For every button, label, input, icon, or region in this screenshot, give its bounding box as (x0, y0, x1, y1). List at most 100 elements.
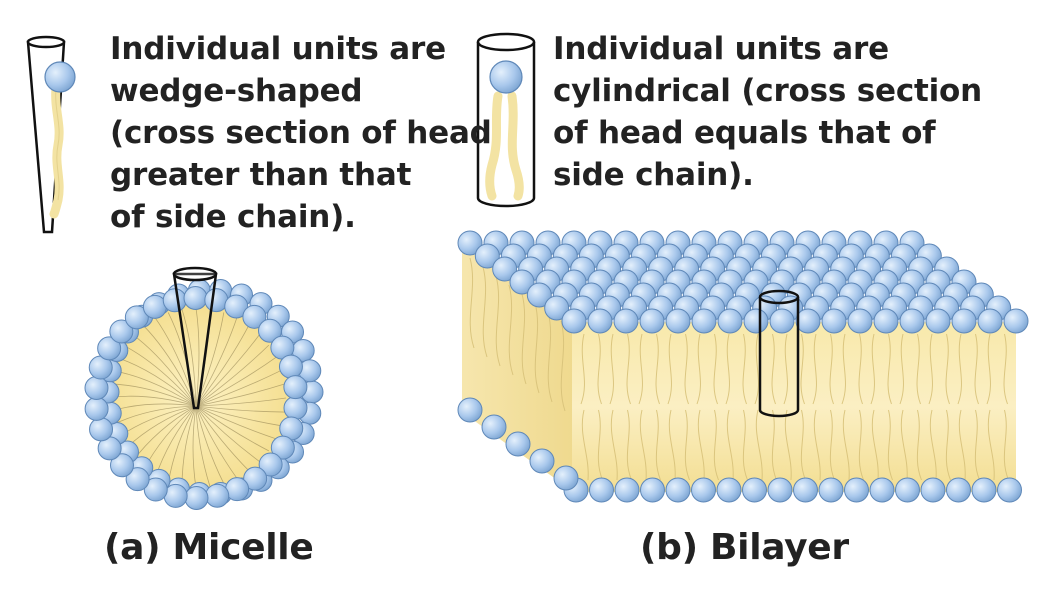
lipid-head (847, 308, 873, 334)
lipid-head (743, 308, 769, 334)
lipid-tail (771, 333, 776, 405)
wedge-caption-line: (cross section of head (110, 115, 492, 151)
lipid-tail (887, 333, 892, 405)
cylinder-caption-line: of head equals that of (553, 115, 936, 151)
lipid-tail (783, 333, 788, 405)
lipid-tail (987, 409, 995, 481)
lipid-head (243, 466, 268, 491)
lipid-head (869, 477, 895, 503)
lipid-tail (495, 275, 501, 367)
lipid-tail (195, 405, 282, 427)
lipid-head (614, 477, 640, 503)
lipid-head (561, 308, 587, 334)
lipid-tail (713, 333, 718, 405)
lipid-tail (132, 334, 197, 407)
lipid-tail (916, 333, 921, 405)
lipid-head (977, 308, 1003, 334)
lipid-tail (195, 317, 238, 407)
lipid-tail (929, 409, 937, 481)
lipid-tail (986, 333, 991, 405)
lipid-head (481, 414, 507, 440)
lipid-head (997, 477, 1022, 503)
wedge-unit-icon (26, 35, 76, 234)
lipid-tail (1003, 409, 1009, 481)
lipid-tail (726, 409, 734, 481)
lipid-tail (609, 333, 614, 405)
wedge-caption-line: Individual units are (110, 31, 446, 67)
bilayer-illustration (457, 230, 1029, 503)
lipid-tail (742, 409, 748, 481)
bilayer-top-heads (457, 230, 1029, 334)
lipid-head (205, 483, 230, 508)
wedge-caption-line: greater than that (110, 157, 412, 193)
lipid-tail (655, 333, 660, 405)
lipid-head (717, 308, 743, 334)
micelle-illustration (84, 266, 324, 510)
bilayer-side-heads (457, 397, 579, 491)
lipid-tail (508, 284, 514, 376)
lipid-tail (521, 293, 527, 385)
lipid-tail (945, 333, 950, 405)
lipid-head (529, 448, 555, 474)
lipid-head (920, 477, 946, 503)
lipid-head (89, 417, 114, 442)
lipid-head (665, 308, 691, 334)
lipid-tail (928, 333, 933, 405)
lipid-head (844, 477, 869, 503)
lipid-head (691, 308, 717, 334)
lipid-tail (871, 409, 879, 481)
lipid-tail (597, 409, 603, 481)
cylinder-caption-line: cylindrical (cross section (553, 73, 983, 109)
lipid-tail (639, 409, 647, 481)
lipid-tail (800, 409, 806, 481)
lipid-tail (195, 356, 277, 407)
lipid-head (639, 308, 665, 334)
lipid-tail (610, 409, 618, 481)
lipid-tail (638, 333, 643, 405)
lipid-head (899, 308, 925, 334)
lipid-tail (469, 257, 475, 349)
lipid-head (769, 308, 795, 334)
micelle-label: (a) Micelle (104, 527, 314, 568)
lipid-head (544, 295, 570, 321)
lipid-tail (842, 409, 850, 481)
lipid-tail (195, 405, 225, 484)
lipid-head (457, 230, 483, 256)
bilayer-bottom-heads (563, 477, 1022, 503)
lipid-head (474, 243, 500, 269)
lipid-tail (974, 409, 980, 481)
lipid-tail (580, 333, 585, 405)
cylinder-caption: Individual units are cylindrical (cross … (553, 28, 982, 196)
lipid-tail (754, 333, 759, 405)
lipid-tail (900, 409, 908, 481)
lipid-tail (684, 333, 689, 405)
lipid-tail (560, 320, 566, 412)
lipid-tail (195, 344, 270, 407)
lipid-head (971, 477, 997, 503)
lipid-tail (195, 369, 282, 407)
lipid-tail (597, 333, 602, 405)
lipid-head (587, 308, 613, 334)
lipid-tail (813, 409, 821, 481)
lipid-head (742, 477, 767, 503)
lipid-tail (167, 312, 197, 407)
lipid-head (457, 397, 483, 423)
lipid-tail (713, 409, 719, 481)
lipid-tail (195, 405, 211, 488)
lipid-tail (858, 409, 864, 481)
lipid-tail (958, 409, 966, 481)
bilayer-cylinder-marker (758, 289, 800, 418)
lipid-head (84, 376, 109, 401)
lipid-head (162, 288, 187, 313)
lipid-head (640, 477, 665, 503)
lipid-tail (668, 409, 676, 481)
cylinder-caption-line: Individual units are (553, 31, 889, 67)
lipid-head (183, 286, 208, 311)
lipid-head (818, 477, 844, 503)
lipid-tail (626, 333, 631, 405)
lipid-tail (626, 409, 632, 481)
lipid-tail (1003, 333, 1008, 405)
lipid-tail (195, 405, 285, 413)
lipid-head (84, 396, 109, 421)
lipid-head (143, 477, 168, 502)
